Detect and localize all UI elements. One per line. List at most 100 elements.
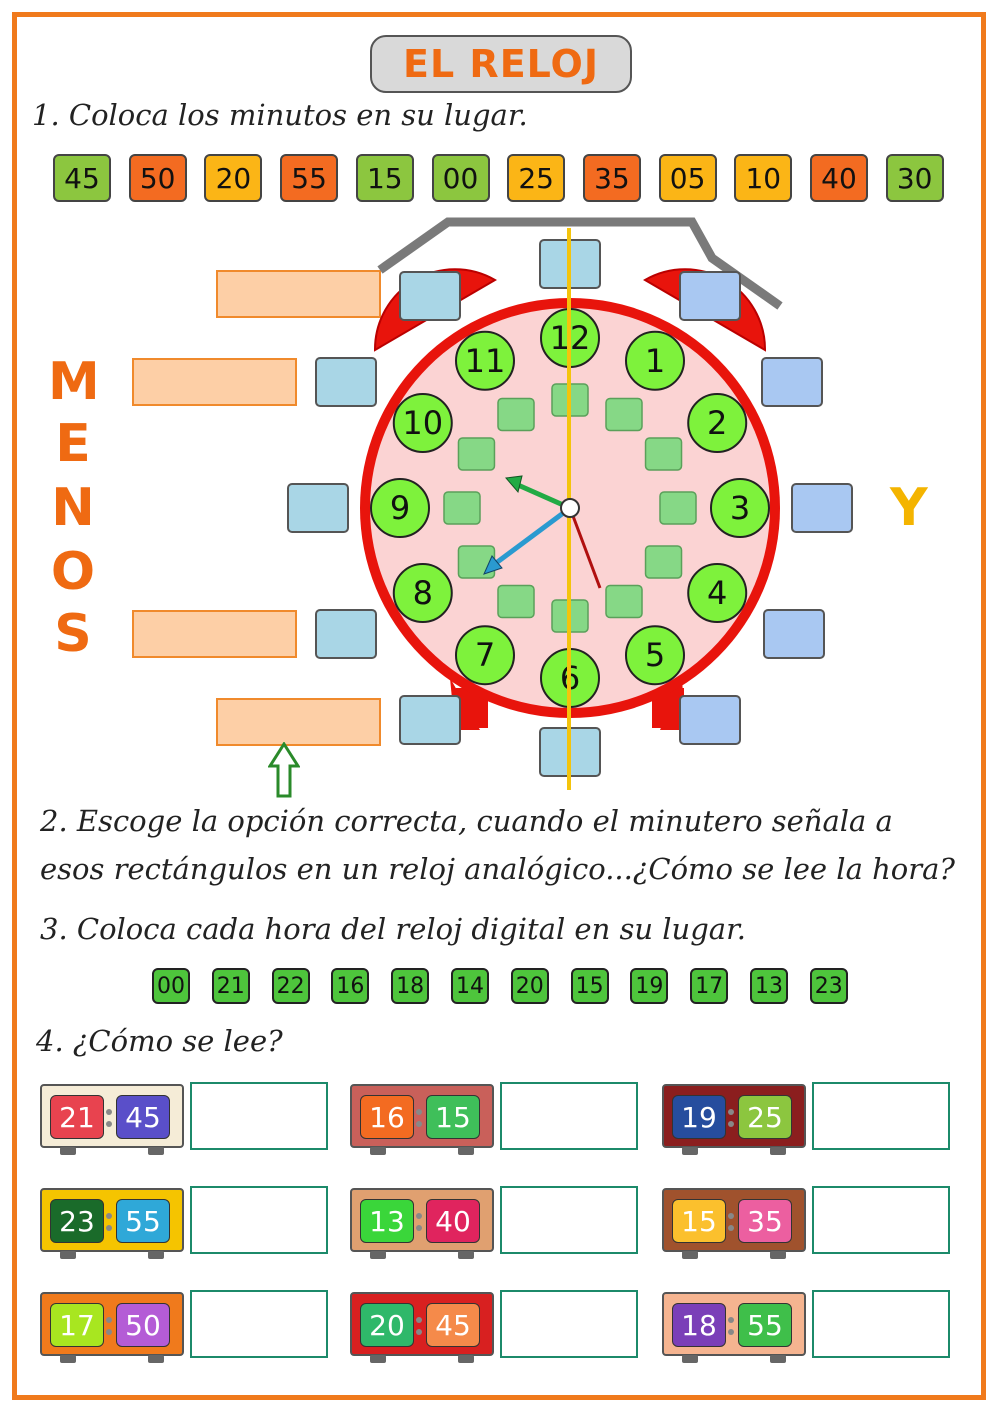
answer-box[interactable] bbox=[812, 1186, 950, 1254]
digital-clock-colon bbox=[728, 1317, 734, 1335]
menos-letter: M bbox=[48, 352, 100, 412]
hour-tile-00[interactable]: 00 bbox=[152, 968, 190, 1004]
minute-tile-45[interactable]: 45 bbox=[53, 154, 111, 202]
digital-clock-colon bbox=[416, 1109, 422, 1127]
digital-clock-foot bbox=[148, 1147, 164, 1155]
digital-clock-hour: 15 bbox=[672, 1199, 726, 1243]
hour-tile-15[interactable]: 15 bbox=[570, 968, 609, 1004]
answer-box[interactable] bbox=[500, 1082, 638, 1150]
outer-drop-box[interactable] bbox=[399, 695, 461, 745]
inner-drop-box[interactable] bbox=[605, 397, 643, 432]
minute-tile-55[interactable]: 55 bbox=[280, 154, 339, 202]
minute-tile-20[interactable]: 20 bbox=[204, 154, 263, 202]
outer-drop-box[interactable] bbox=[679, 695, 741, 745]
hour-tile-21[interactable]: 21 bbox=[211, 968, 250, 1004]
hour-tile-20[interactable]: 20 bbox=[510, 968, 549, 1004]
digital-clock-foot bbox=[770, 1251, 786, 1259]
digital-clock-foot bbox=[370, 1147, 386, 1155]
drop-box-menos-20[interactable] bbox=[132, 610, 297, 658]
inner-drop-box[interactable] bbox=[644, 545, 683, 579]
clock-number-2: 2 bbox=[707, 404, 727, 442]
outer-drop-box[interactable] bbox=[761, 357, 823, 407]
clock-number-circle bbox=[625, 330, 685, 391]
digital-clock-foot bbox=[458, 1355, 474, 1363]
inner-drop-box[interactable] bbox=[644, 437, 683, 471]
clock-number-1: 1 bbox=[645, 342, 665, 380]
clock-number-3: 3 bbox=[730, 489, 750, 527]
minute-tile-15[interactable]: 15 bbox=[355, 154, 414, 202]
inner-drop-box[interactable] bbox=[443, 491, 481, 525]
hour-tile-23[interactable]: 23 bbox=[809, 968, 848, 1004]
outer-drop-box[interactable] bbox=[791, 483, 853, 533]
outer-drop-box[interactable] bbox=[315, 609, 377, 659]
hour-tile-22[interactable]: 22 bbox=[271, 968, 310, 1004]
digital-clock-minute: 35 bbox=[738, 1199, 792, 1243]
digital-clock-colon bbox=[728, 1213, 734, 1231]
outer-drop-box[interactable] bbox=[287, 483, 349, 533]
minute-tile-50[interactable]: 50 bbox=[128, 154, 187, 202]
clock-number-7: 7 bbox=[475, 636, 495, 674]
answer-box[interactable] bbox=[190, 1290, 328, 1358]
answer-box[interactable] bbox=[812, 1082, 950, 1150]
instruction-2-line1: 2. Escoge la opción correcta, cuando el … bbox=[40, 804, 893, 838]
second-hand bbox=[568, 507, 602, 589]
minute-tile-30[interactable]: 30 bbox=[885, 154, 944, 202]
minute-tile-00[interactable]: 00 bbox=[431, 154, 490, 202]
clock-number-circle bbox=[687, 563, 748, 623]
answer-box[interactable] bbox=[500, 1186, 638, 1254]
instruction-4: 4. ¿Cómo se lee? bbox=[36, 1024, 283, 1058]
clock-number-4: 4 bbox=[707, 574, 727, 612]
hour-tile-19[interactable]: 19 bbox=[630, 968, 669, 1004]
clock-number-8: 8 bbox=[413, 574, 433, 612]
drop-box-menos-10[interactable] bbox=[132, 358, 297, 406]
minute-hand bbox=[490, 505, 572, 569]
hour-tile-17[interactable]: 17 bbox=[690, 968, 729, 1004]
digital-clock-colon bbox=[106, 1213, 112, 1231]
digital-clock-foot bbox=[370, 1355, 386, 1363]
up-arrow-icon bbox=[268, 742, 300, 798]
minute-hand-tip bbox=[483, 555, 503, 575]
digital-clock-minute: 15 bbox=[426, 1095, 480, 1139]
clock-number-9: 9 bbox=[390, 489, 410, 527]
outer-drop-box[interactable] bbox=[679, 271, 741, 321]
inner-drop-box[interactable] bbox=[497, 584, 535, 619]
answer-box[interactable] bbox=[500, 1290, 638, 1358]
y-label: Y bbox=[890, 478, 928, 538]
answer-box[interactable] bbox=[812, 1290, 950, 1358]
inner-drop-box[interactable] bbox=[605, 584, 643, 619]
inner-drop-box[interactable] bbox=[457, 437, 496, 471]
inner-drop-box[interactable] bbox=[659, 491, 697, 525]
digital-clock-foot bbox=[148, 1355, 164, 1363]
hour-tile-18[interactable]: 18 bbox=[391, 968, 430, 1004]
minute-tile-10[interactable]: 10 bbox=[734, 154, 793, 202]
outer-drop-box[interactable] bbox=[763, 609, 825, 659]
answer-box[interactable] bbox=[190, 1082, 328, 1150]
digital-clock-hour: 23 bbox=[50, 1199, 104, 1243]
answer-box[interactable] bbox=[190, 1186, 328, 1254]
outer-drop-box[interactable] bbox=[399, 271, 461, 321]
minute-tile-40[interactable]: 40 bbox=[810, 154, 868, 202]
digital-clock-foot bbox=[60, 1355, 76, 1363]
digital-clock-foot bbox=[60, 1147, 76, 1155]
drop-box-menos-25[interactable] bbox=[216, 698, 381, 746]
digital-clock-minute: 45 bbox=[116, 1095, 170, 1139]
digital-clock-foot bbox=[370, 1251, 386, 1259]
minute-tile-25[interactable]: 25 bbox=[507, 154, 566, 202]
inner-drop-box[interactable] bbox=[497, 397, 535, 432]
minute-tile-35[interactable]: 35 bbox=[582, 154, 641, 202]
hour-tile-13[interactable]: 13 bbox=[750, 968, 788, 1004]
clock-number-5: 5 bbox=[645, 636, 665, 674]
digital-clock-minute: 45 bbox=[426, 1303, 480, 1347]
digital-clock-foot bbox=[682, 1251, 698, 1259]
outer-drop-box[interactable] bbox=[315, 357, 377, 407]
hour-tile-14[interactable]: 14 bbox=[451, 968, 489, 1004]
digital-clock-foot bbox=[682, 1355, 698, 1363]
digital-clock-colon bbox=[106, 1109, 112, 1127]
clock-number-10: 10 bbox=[402, 404, 443, 442]
drop-box-menos-5[interactable] bbox=[216, 270, 381, 318]
minute-tile-05[interactable]: 05 bbox=[658, 154, 717, 202]
hour-tile-16[interactable]: 16 bbox=[331, 968, 370, 1004]
